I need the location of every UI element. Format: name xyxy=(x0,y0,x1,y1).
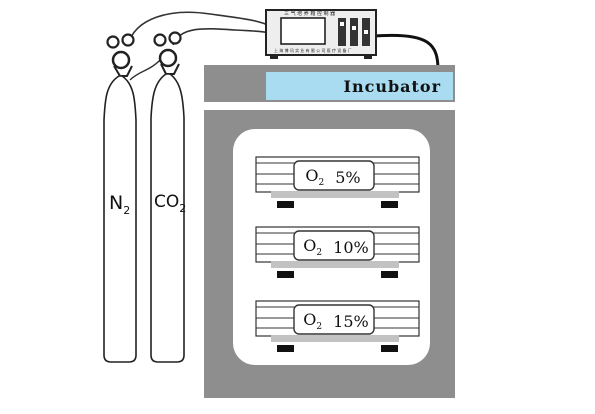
shelf-foot xyxy=(381,201,398,208)
controller-top-label: 三 气 培 养 箱 控 制 器 xyxy=(284,11,336,17)
controller-bottom-label: 上 海 博 讯 实 业 有 限 公 司 医 疗 设 备 厂 xyxy=(274,48,352,53)
tray-label-box xyxy=(293,230,375,261)
co2-label: CO2 xyxy=(154,192,187,215)
n2-label: N2 xyxy=(109,192,131,217)
controller-cable xyxy=(374,33,440,71)
shelf-bar xyxy=(271,191,399,198)
shelf-foot xyxy=(277,345,294,352)
gas-controller xyxy=(265,9,377,59)
shelf-foot xyxy=(381,345,398,352)
tray-label-box xyxy=(293,160,375,191)
shelf-foot xyxy=(277,201,294,208)
co2-gas-tube xyxy=(172,27,271,46)
shelf-foot xyxy=(277,271,294,278)
incubator-label: Incubator xyxy=(266,72,453,100)
controller-knob xyxy=(350,18,358,46)
co2-cylinder xyxy=(150,31,185,363)
incubator-divider xyxy=(204,102,455,110)
shelf-bar xyxy=(271,261,399,268)
controller-knob xyxy=(338,18,346,46)
shelf-foot xyxy=(381,271,398,278)
n2-gas-tube xyxy=(127,11,271,46)
shelf-bar xyxy=(271,335,399,342)
tray-label-box xyxy=(293,304,375,335)
controller-display xyxy=(280,17,326,45)
n2-cylinder xyxy=(103,33,137,363)
